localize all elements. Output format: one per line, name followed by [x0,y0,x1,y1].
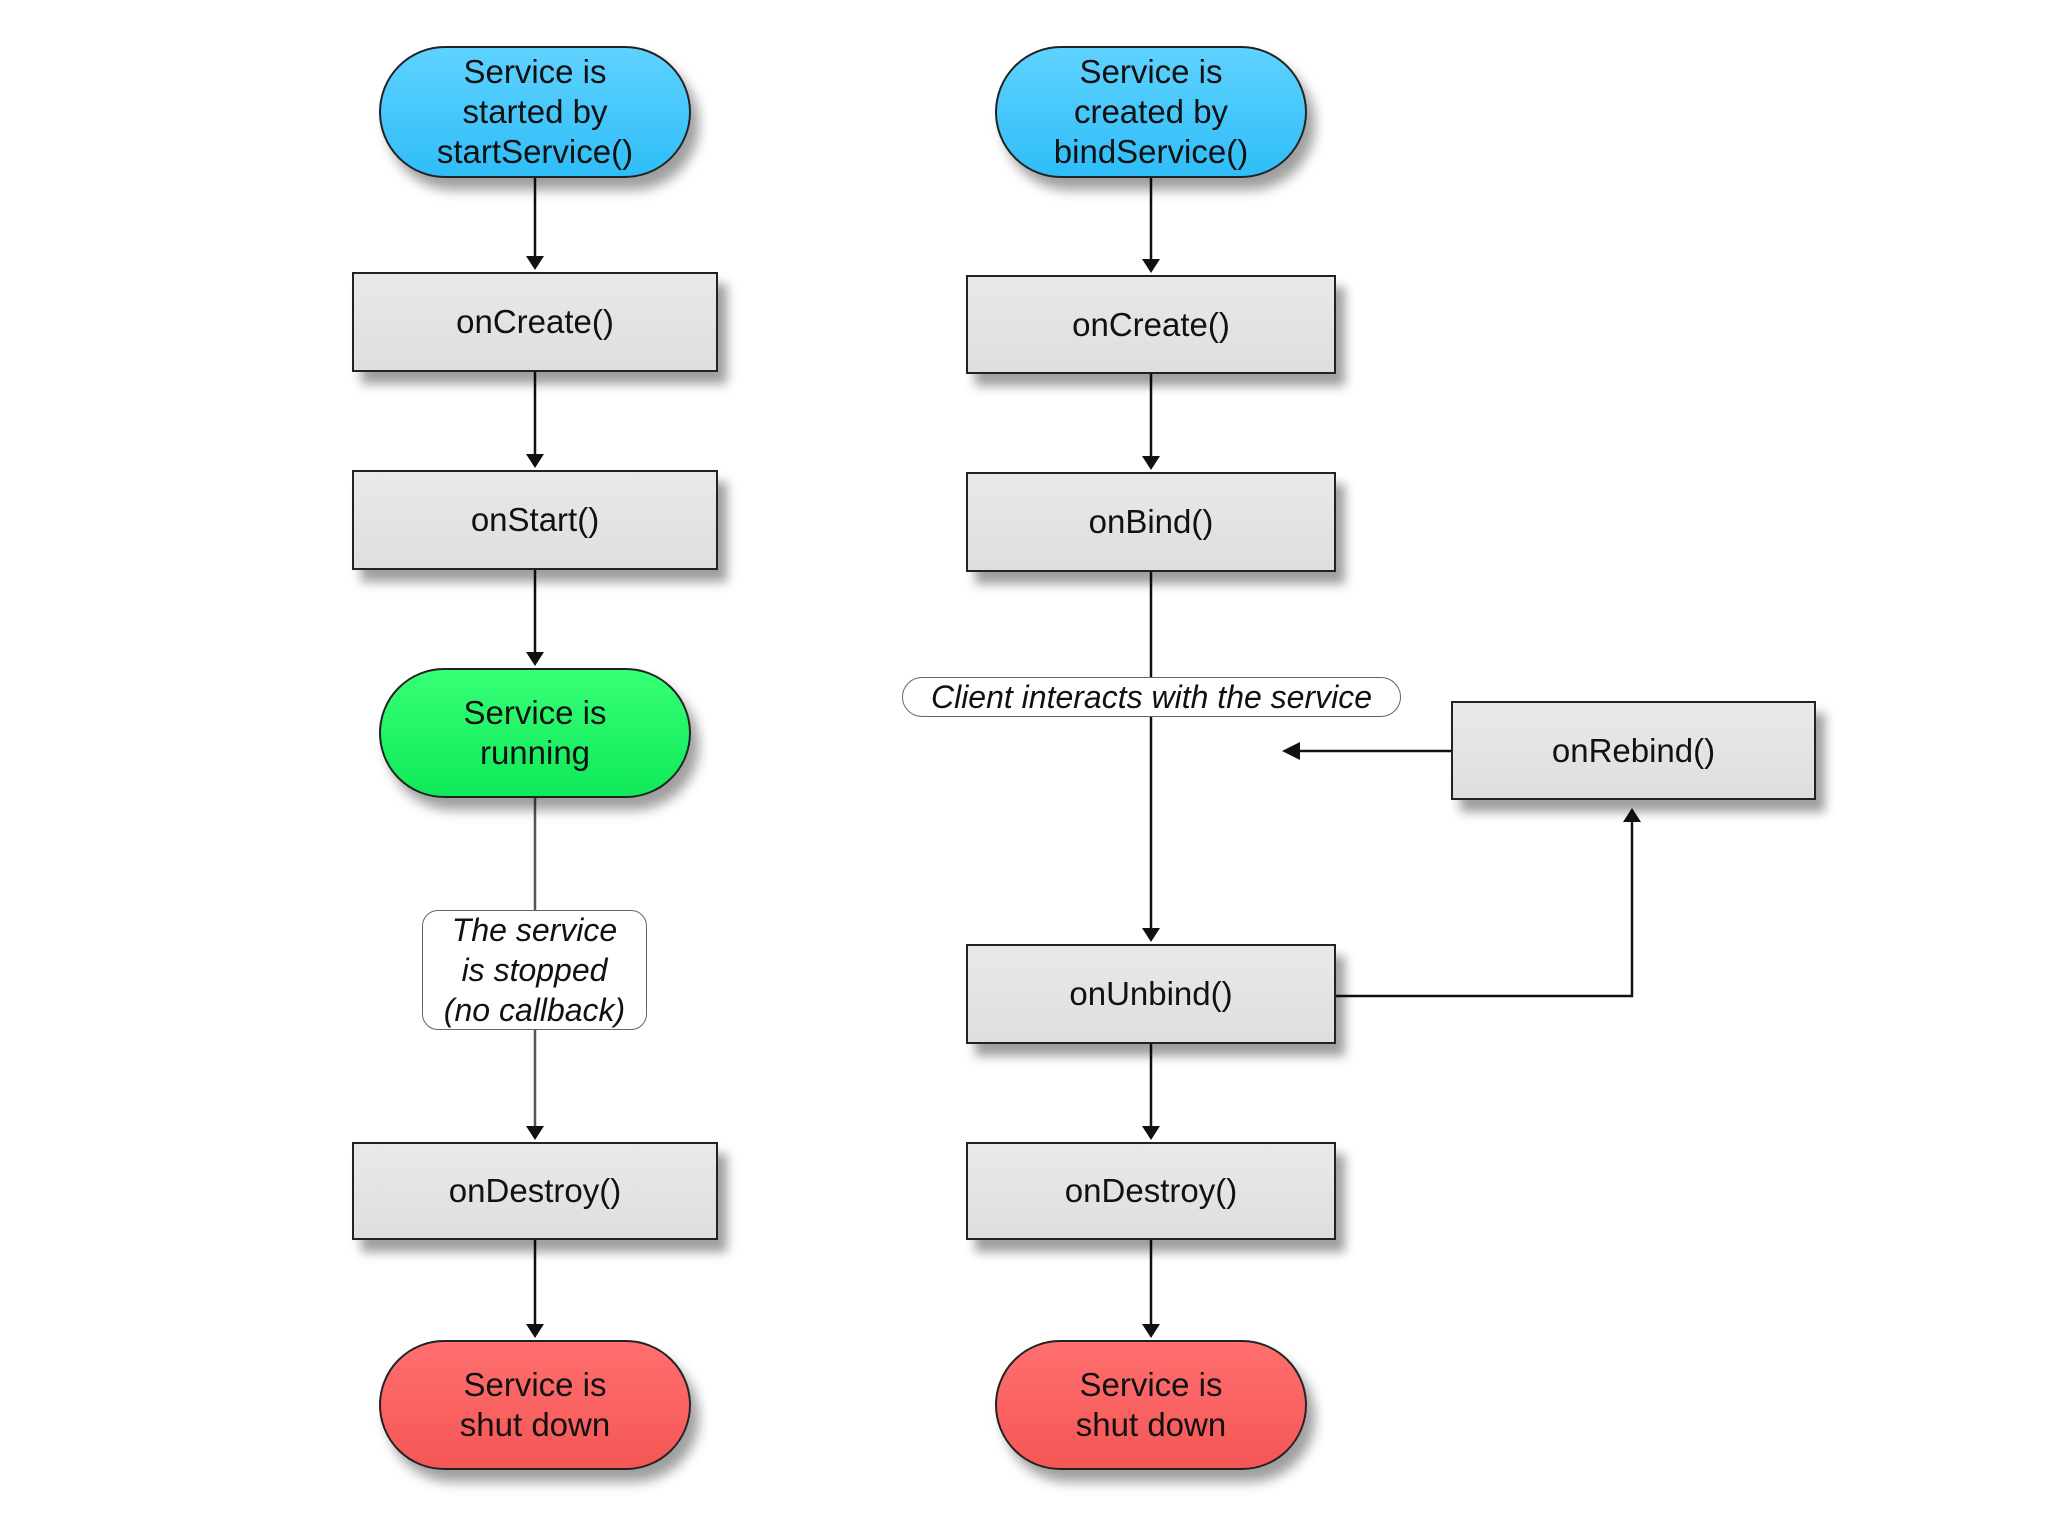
shutdown-right-line-2: shut down [1075,1406,1227,1443]
arrowhead [1623,808,1641,822]
shut-down-node-left: Service is shut down [379,1340,691,1470]
bind-service-node: Service is created by bindService() [995,46,1307,178]
service-running-node: Service is running [379,668,691,798]
start-service-line-1: Service is [463,53,607,90]
onstart-box: onStart() [352,470,718,570]
onstart-label: onStart() [470,501,600,538]
start-service-line-2: started by [462,93,608,130]
onunbind-label: onUnbind() [1069,975,1233,1012]
running-line-1: Service is [463,694,607,731]
onrebind-box: onRebind() [1451,701,1816,800]
onunbind-box: onUnbind() [966,944,1336,1044]
oncreate-label-right: onCreate() [1072,305,1230,343]
start-service-node: Service is started by startService() [379,46,691,178]
arrowhead [1142,456,1160,470]
arrowhead [1282,742,1300,760]
arrowhead [1142,928,1160,942]
ondestroy-box-right: onDestroy() [966,1142,1336,1240]
edge-onunbind-to-onrebind [1336,822,1634,998]
arrowhead [526,256,544,270]
onbind-box: onBind() [966,472,1336,572]
oncreate-box-right: onCreate() [966,275,1336,374]
arrowhead [526,1126,544,1140]
arrowhead [1142,1126,1160,1140]
bind-service-line-1: Service is [1079,53,1223,90]
arrowhead [1142,259,1160,273]
arrowhead [526,1324,544,1338]
arrowhead [526,652,544,666]
shutdown-left-line-2: shut down [459,1406,611,1443]
client-note-text: Client interacts with the service [930,679,1373,715]
bind-service-line-3: bindService() [1053,133,1249,170]
stopped-note-line-3: (no callback) [443,992,626,1028]
onbind-label: onBind() [1088,503,1214,540]
ondestroy-box-left: onDestroy() [352,1142,718,1240]
oncreate-label-left: onCreate() [456,303,614,340]
stopped-note-line-2: is stopped [461,952,608,988]
oncreate-box-left: onCreate() [352,272,718,372]
running-line-2: running [479,734,591,771]
service-stopped-note: The service is stopped (no callback) [422,910,647,1030]
shutdown-right-line-1: Service is [1079,1366,1223,1403]
shutdown-left-line-1: Service is [463,1366,607,1403]
ondestroy-label-left: onDestroy() [448,1172,622,1209]
shut-down-node-right: Service is shut down [995,1340,1307,1470]
ondestroy-label-right: onDestroy() [1064,1172,1238,1209]
start-service-line-3: startService() [436,133,634,170]
arrowhead [526,454,544,468]
arrowhead [1142,1324,1160,1338]
bind-service-line-2: created by [1073,93,1229,130]
client-interacts-note: Client interacts with the service [902,677,1401,717]
onrebind-label: onRebind() [1551,731,1716,769]
stopped-note-line-1: The service [451,912,618,948]
